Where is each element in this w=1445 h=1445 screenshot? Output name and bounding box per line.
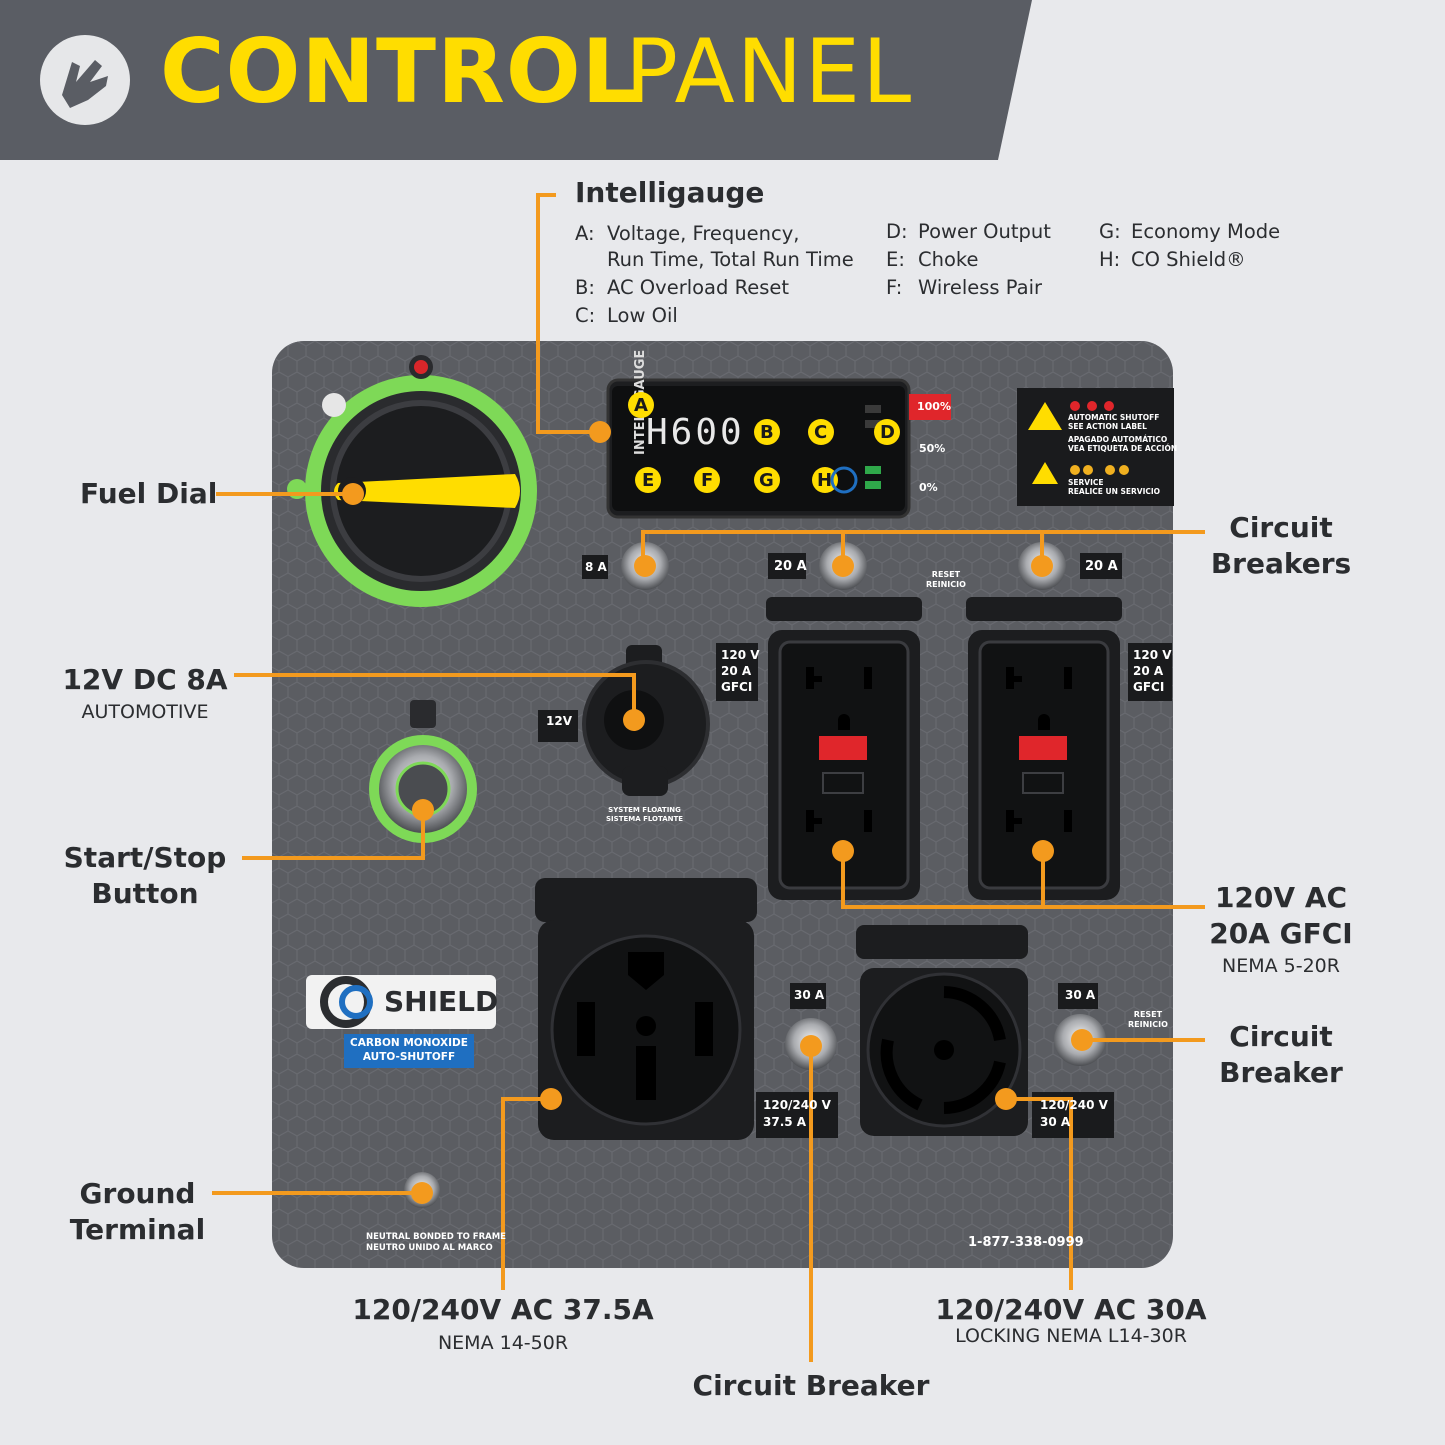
legend-item-e: E:Choke <box>886 248 979 271</box>
breaker-20a-right-tag: 20 A <box>1085 559 1118 574</box>
legend-item-g: G:Economy Mode <box>1099 220 1281 243</box>
label-gfci-sub: NEMA 5-20R <box>1222 955 1340 977</box>
legend-item-b: B:AC Overload Reset <box>575 276 790 299</box>
fuel-dial[interactable] <box>287 355 537 607</box>
marker-c: C <box>814 422 828 443</box>
label-start-stop-2: Button <box>91 877 199 910</box>
warning-label <box>1017 388 1174 506</box>
breaker-8a-tag: 8 A <box>585 560 607 574</box>
marker-g: G <box>759 470 774 491</box>
label-ground-2: Terminal <box>69 1213 206 1246</box>
label-out-30: 120/240V AC 30A <box>935 1293 1207 1326</box>
label-out-375: 120/240V AC 37.5A <box>352 1293 654 1326</box>
gfci-outlet-left[interactable] <box>766 597 922 900</box>
label-out-375-sub: NEMA 14-50R <box>437 1332 569 1354</box>
header-banner: CONTROL PANEL <box>0 0 1445 160</box>
label-ground-1: Ground <box>79 1177 196 1210</box>
co-shield-label: SHIELD <box>384 985 499 1018</box>
gfci-outlet-right[interactable] <box>966 597 1122 900</box>
label-gfci-2: 20A GFCI <box>1209 917 1353 950</box>
intelligauge-title: Intelligauge <box>575 176 765 209</box>
breaker-30a-left-tag: 30 A <box>794 988 825 1002</box>
label-breaker-right-2: Breaker <box>1219 1056 1343 1089</box>
banner-shape <box>0 0 1032 160</box>
page-title-bold: CONTROL <box>160 20 639 123</box>
phone-number: 1-877-338-0999 <box>968 1235 1084 1250</box>
page-title-light: PANEL <box>625 20 914 123</box>
legend-item-h: H:CO Shield® <box>1099 248 1246 271</box>
marker-d: D <box>880 422 895 443</box>
label-start-stop-1: Start/Stop <box>63 841 227 874</box>
co-shield-badge <box>306 975 496 1068</box>
label-breaker-bottom: Circuit Breaker <box>692 1369 930 1402</box>
legend-item-f: F:Wireless Pair <box>886 276 1043 299</box>
marker-f: F <box>701 470 714 491</box>
label-breaker-right-1: Circuit <box>1229 1020 1333 1053</box>
label-fuel-dial: Fuel Dial <box>80 477 218 510</box>
label-out-30-sub: LOCKING NEMA L14-30R <box>955 1325 1187 1347</box>
legend-item-a: A:Voltage, Frequency, <box>575 222 800 245</box>
level-50: 50% <box>919 442 946 455</box>
label-dc-sub: AUTOMOTIVE <box>81 701 209 723</box>
label-breakers-1: Circuit <box>1229 511 1333 544</box>
gauge-markers <box>628 392 900 494</box>
breaker-30a-right-tag: 30 A <box>1065 988 1096 1002</box>
outlet-14-50r[interactable] <box>535 878 838 1140</box>
marker-a: A <box>634 395 648 416</box>
legend-item-c: C:Low Oil <box>575 304 678 327</box>
dc-outlet-12v[interactable] <box>538 645 710 796</box>
callout-dots <box>342 421 1093 1204</box>
dc-port-tag: 12V <box>546 714 572 728</box>
legend-item-d: D:Power Output <box>886 220 1051 243</box>
marker-b: B <box>760 422 774 443</box>
legend-item-a2: Run Time, Total Run Time <box>607 248 854 271</box>
label-gfci-1: 120V AC <box>1214 881 1348 914</box>
level-0: 0% <box>919 481 938 494</box>
marker-h: H <box>817 470 833 491</box>
level-100: 100% <box>917 400 951 413</box>
gauge-readout: H600 <box>646 412 745 453</box>
breaker-20a-left-tag: 20 A <box>774 559 807 574</box>
label-dc-title: 12V DC 8A <box>62 663 228 696</box>
marker-e: E <box>642 470 655 491</box>
label-breakers-2: Breakers <box>1210 547 1352 580</box>
start-stop-button[interactable] <box>369 700 477 843</box>
